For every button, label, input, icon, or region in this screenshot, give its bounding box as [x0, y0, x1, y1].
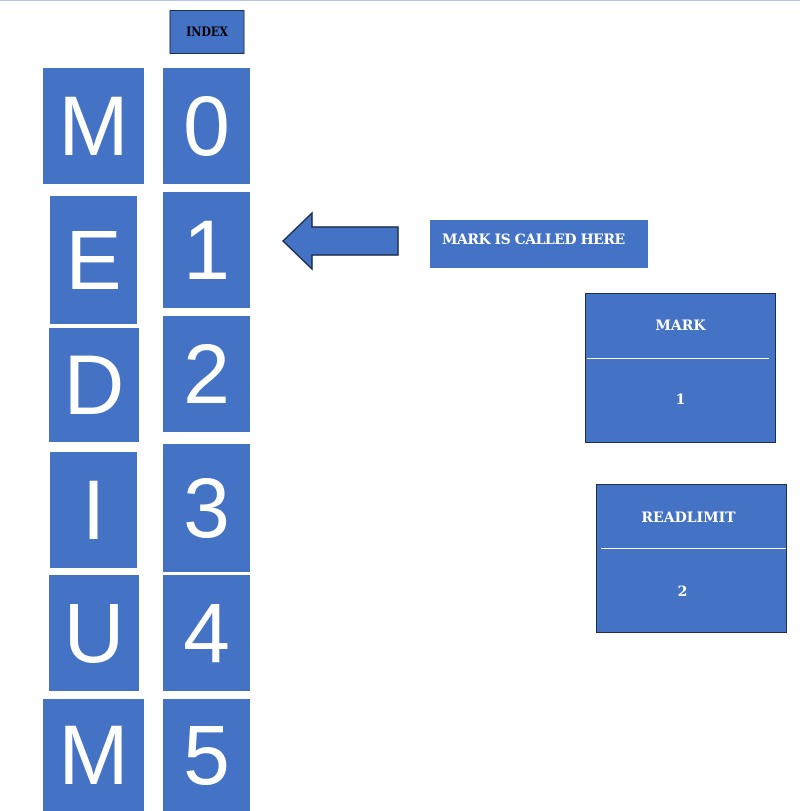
index-box-4: 4 [163, 575, 250, 691]
index-box-0: 0 [163, 68, 250, 184]
letter-label: I [81, 463, 106, 557]
readlimit-value: 2 [677, 584, 688, 600]
index-box-5: 5 [163, 699, 250, 811]
mark-callout: MARK IS CALLED HERE [430, 220, 648, 268]
index-label: 0 [183, 79, 230, 173]
letter-label: M [58, 708, 129, 802]
index-header-label: INDEX [186, 24, 228, 40]
mark-value: 1 [675, 392, 686, 408]
letter-box-1: E [50, 196, 137, 324]
letter-label: U [63, 586, 125, 680]
mark-label: MARK [655, 318, 706, 334]
readlimit-label: READLIMIT [641, 510, 736, 526]
index-label: 3 [183, 461, 230, 555]
mark-callout-text: MARK IS CALLED HERE [442, 232, 625, 248]
index-label: 2 [183, 327, 230, 421]
letter-box-3: I [50, 452, 137, 568]
index-box-2: 2 [163, 316, 250, 432]
letter-label: E [65, 213, 122, 307]
top-rule [0, 0, 800, 1]
readlimit-divider [601, 548, 786, 549]
index-label: 5 [183, 708, 230, 802]
letter-label: M [58, 79, 129, 173]
letter-label: D [63, 338, 125, 432]
mark-divider [587, 358, 769, 359]
letter-box-2: D [49, 328, 139, 442]
letter-box-4: U [49, 575, 139, 691]
index-label: 1 [183, 203, 230, 297]
index-box-1: 1 [163, 192, 250, 308]
left-arrow-icon [281, 211, 399, 271]
letter-box-5: M [43, 699, 144, 811]
index-box-3: 3 [163, 444, 250, 572]
index-header: INDEX [169, 10, 245, 54]
readlimit-box: READLIMIT 2 [596, 484, 787, 633]
letter-box-0: M [43, 68, 144, 184]
mark-box: MARK 1 [585, 293, 776, 443]
index-label: 4 [183, 586, 230, 680]
